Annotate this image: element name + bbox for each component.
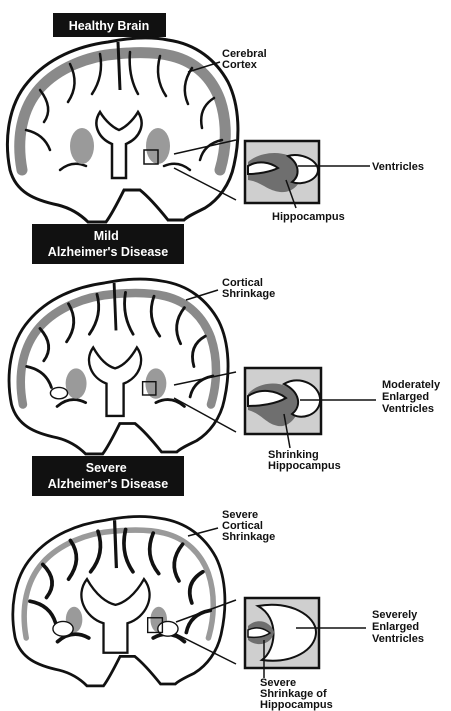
panel-title: Severe Alzheimer's Disease — [48, 461, 168, 491]
panel-title: Healthy Brain — [69, 19, 150, 33]
ventricles-label: Severely Enlarged Ventricles — [372, 609, 424, 645]
cortex-label: Severe Cortical Shrinkage — [222, 509, 275, 543]
ventricles-label: Moderately Enlarged Ventricles — [382, 379, 443, 415]
hippocampus-locator — [143, 149, 159, 165]
title-box — [32, 456, 184, 496]
inset-healthy — [243, 139, 321, 205]
hippocampus-label: Shrinking Hippocampus — [268, 449, 341, 472]
panel-severe: Severe Alzheimer's Disease — [11, 456, 424, 711]
hippocampus-locator — [146, 617, 164, 634]
hippocampus-label: Severe Shrinkage of Hippocampus — [260, 677, 333, 711]
cortex-label: Cortical Shrinkage — [222, 277, 275, 300]
brain-section — [5, 36, 240, 224]
inset-mild — [243, 366, 323, 436]
ventricles-label: Ventricles — [372, 161, 424, 173]
hippocampus-label: Hippocampus — [272, 211, 345, 223]
title-box — [53, 13, 166, 37]
brain-section — [7, 277, 230, 456]
inset-severe — [243, 596, 321, 670]
panel-healthy: Healthy Brain — [5, 13, 424, 224]
cortex-label: Cerebral Cortex — [222, 48, 270, 71]
panel-title: Mild Alzheimer's Disease — [48, 229, 168, 259]
title-box — [32, 224, 184, 264]
brain-section — [11, 515, 227, 688]
panel-mild: Mild Alzheimer's Disease — [7, 224, 443, 472]
hippocampus-locator — [141, 380, 157, 396]
